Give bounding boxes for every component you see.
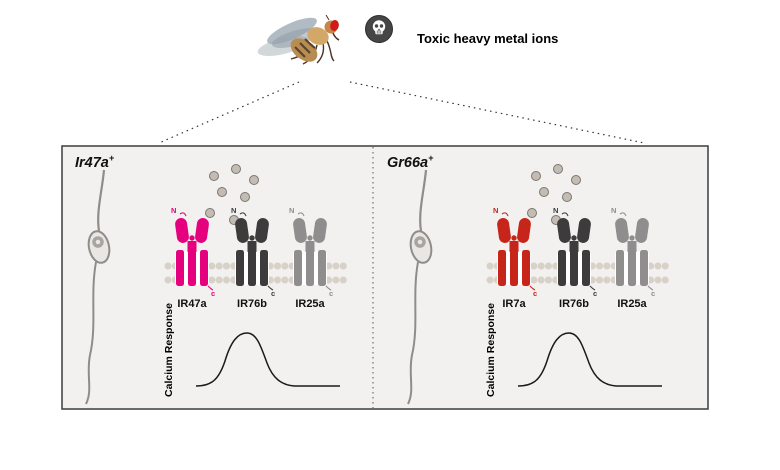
neuron-nucleus bbox=[414, 236, 426, 248]
receptor-label: IR7a bbox=[502, 298, 526, 310]
receptor-ir7a: N c bbox=[493, 206, 537, 298]
toxin-label: Toxic heavy metal ions bbox=[417, 31, 559, 46]
n-terminus-label: N bbox=[493, 206, 498, 215]
calcium-axis-label: Calcium Response bbox=[163, 303, 175, 397]
receptor-ir25a: N c bbox=[611, 206, 655, 298]
metal-ion bbox=[539, 187, 549, 197]
metal-ion bbox=[531, 171, 541, 181]
panel-title-gene: Gr66a bbox=[387, 154, 429, 171]
metal-ion bbox=[571, 175, 581, 185]
c-terminus-label: c bbox=[211, 289, 215, 298]
fly-abdomen-stripes bbox=[294, 38, 316, 58]
metal-ion bbox=[240, 192, 250, 202]
calcium-response-curve bbox=[195, 332, 340, 387]
fly-illustration bbox=[257, 14, 340, 65]
skull-icon bbox=[365, 15, 393, 43]
metal-ion bbox=[527, 208, 537, 218]
fly-proboscis bbox=[332, 32, 340, 41]
n-terminus-label: N bbox=[553, 206, 558, 215]
metal-ion bbox=[205, 208, 215, 218]
metal-ion bbox=[562, 192, 572, 202]
receptor-label: IR47a bbox=[177, 298, 207, 310]
panel-right: N c N c N c IR7a IR76b IR25a Calcium Res… bbox=[407, 164, 674, 405]
metal-ions bbox=[205, 164, 259, 225]
receptor-label: IR76b bbox=[559, 298, 589, 310]
receptor-ir47a: N c bbox=[171, 206, 215, 298]
receptor-ir25a: N c bbox=[289, 206, 333, 298]
calcium-response-curve bbox=[517, 332, 662, 387]
panel-title-gene: Ir47a bbox=[75, 154, 109, 171]
c-terminus-label: c bbox=[533, 289, 537, 298]
panel-box bbox=[61, 145, 709, 410]
fly-thorax bbox=[307, 27, 329, 45]
c-terminus-label: c bbox=[271, 289, 275, 298]
n-terminus-label: N bbox=[289, 206, 294, 215]
fly-antenna bbox=[325, 14, 330, 21]
panel-left: N c N c N c IR47a IR76b IR25a Calcium Re… bbox=[85, 164, 352, 405]
panel-title-sup: + bbox=[428, 153, 434, 163]
funnel-line-right bbox=[349, 81, 645, 144]
neuron-axon bbox=[85, 261, 97, 405]
receptor-label: IR25a bbox=[295, 298, 325, 310]
panel-title-gr66a: Gr66a+ bbox=[387, 153, 433, 171]
metal-ion bbox=[553, 164, 563, 174]
receptor-label: IR76b bbox=[237, 298, 267, 310]
funnel-line-left bbox=[158, 81, 300, 144]
neuron bbox=[407, 169, 433, 405]
n-terminus-label: N bbox=[231, 206, 236, 215]
c-terminus-label: c bbox=[329, 289, 333, 298]
receptor-ir76b: N c bbox=[553, 206, 597, 298]
receptor-ir76b: N c bbox=[231, 206, 275, 298]
n-terminus-label: N bbox=[171, 206, 176, 215]
metal-ion bbox=[209, 171, 219, 181]
neuron bbox=[85, 169, 111, 405]
fly-eye bbox=[330, 20, 339, 31]
n-terminus-label: N bbox=[611, 206, 616, 215]
c-terminus-label: c bbox=[651, 289, 655, 298]
metal-ion bbox=[249, 175, 259, 185]
receptor-label: IR25a bbox=[617, 298, 647, 310]
metal-ion bbox=[217, 187, 227, 197]
metal-ion bbox=[231, 164, 241, 174]
panel-title-sup: + bbox=[108, 153, 115, 163]
calcium-axis-label: Calcium Response bbox=[485, 303, 497, 397]
neuron-nucleus bbox=[92, 236, 104, 248]
neuron-axon bbox=[407, 261, 419, 405]
c-terminus-label: c bbox=[593, 289, 597, 298]
panel-title-ir47a: Ir47a+ bbox=[75, 153, 114, 171]
